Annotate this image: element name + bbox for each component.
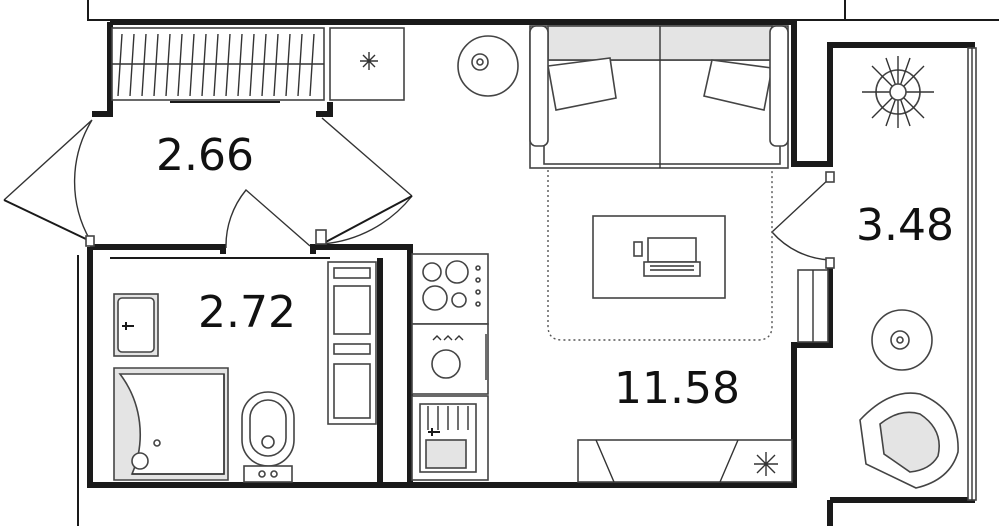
floor-lamp — [457, 35, 519, 97]
entrance-double-door — [3, 117, 413, 247]
carpet — [547, 170, 773, 341]
balcony-cabinet — [797, 269, 829, 343]
balcony-side-table — [871, 309, 933, 371]
door-jamb — [220, 244, 226, 254]
utility-cabinet — [327, 261, 377, 425]
hall-cabinet — [329, 27, 405, 101]
dishwasher — [411, 323, 489, 395]
balcony-glazing — [967, 47, 977, 501]
coffee-table-with-laptop — [592, 215, 726, 299]
balcony-armchair — [859, 392, 959, 489]
balcony-door — [771, 171, 835, 269]
hall-area-label: 2.66 — [156, 130, 254, 181]
bathroom-door — [225, 188, 311, 249]
wash-basin — [113, 293, 159, 357]
tv-stand — [577, 439, 793, 483]
door-jamb — [310, 244, 316, 254]
shower-cabin — [113, 367, 229, 481]
living-room-area-label: 11.58 — [614, 363, 740, 414]
toilet — [241, 391, 295, 483]
kitchen-sink — [411, 395, 489, 481]
balcony-plant — [862, 56, 934, 128]
stove-hob — [411, 253, 489, 325]
walls — [87, 19, 975, 526]
sofa — [529, 25, 789, 169]
wardrobe — [111, 27, 325, 103]
bathroom-area-label: 2.72 — [198, 287, 296, 338]
balcony-area-label: 3.48 — [856, 200, 954, 251]
